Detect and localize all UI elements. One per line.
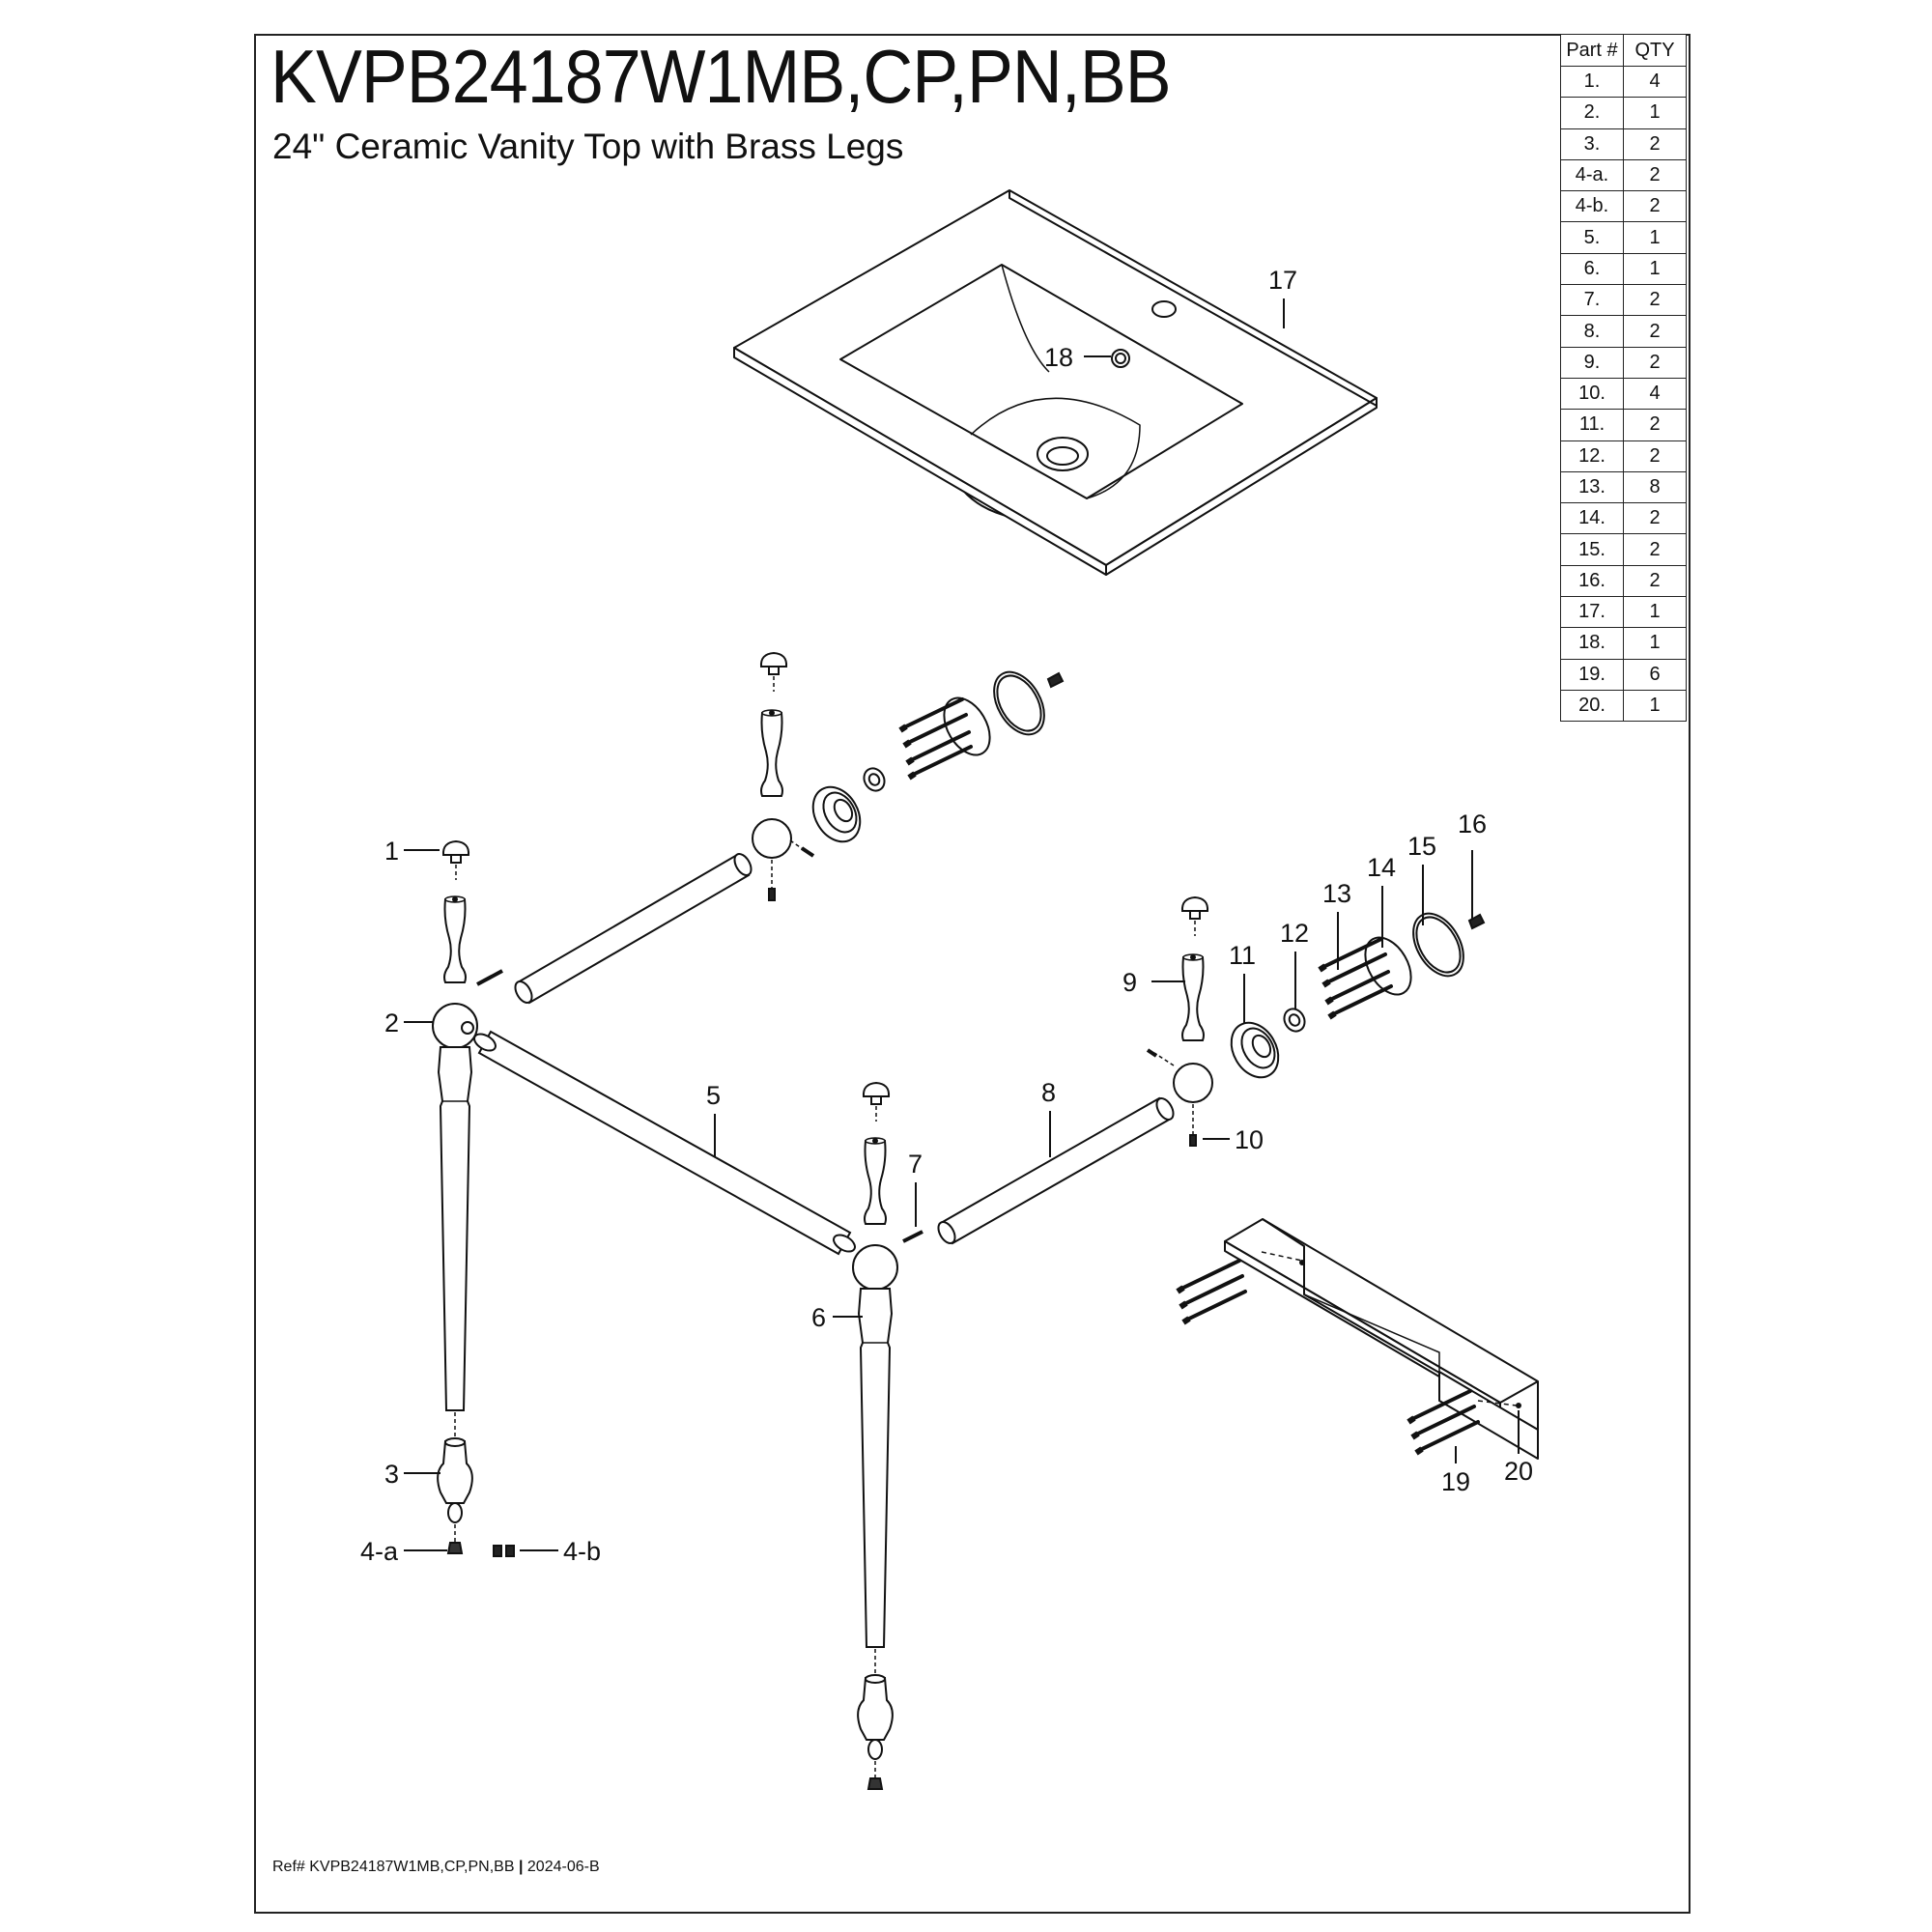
footer-ref: Ref# KVPB24187W1MB,CP,PN,BB [272, 1859, 515, 1875]
rear-left-wall-leg [752, 652, 1065, 901]
wall-mounting-bracket [1178, 1218, 1539, 1460]
quantity-cell: 2 [1623, 346, 1687, 379]
part-number-cell: 16. [1560, 564, 1624, 598]
table-row: 2.1 [1560, 97, 1687, 129]
callout-1: 1 [384, 837, 399, 866]
rail-8-front [937, 1096, 1175, 1245]
part-number-cell: 6. [1560, 252, 1624, 286]
table-row: 1.4 [1560, 65, 1687, 99]
table-row: 20.1 [1560, 689, 1687, 723]
callout-13: 13 [1322, 879, 1351, 908]
ceramic-vanity-top [733, 189, 1378, 576]
front-right-leg [852, 1082, 923, 1790]
table-row: 15.2 [1560, 533, 1687, 566]
model-title: KVPB24187W1MB,CP,PN,BB [270, 34, 1172, 119]
rail-5 [473, 1030, 856, 1256]
table-row: 5.1 [1560, 221, 1687, 254]
column-header-qty: QTY [1623, 34, 1687, 67]
quantity-cell: 2 [1623, 502, 1687, 535]
callout-11: 11 [1229, 941, 1256, 970]
quantity-cell: 4 [1623, 377, 1687, 411]
callout-10: 10 [1235, 1125, 1264, 1154]
callout-16: 16 [1458, 810, 1487, 838]
callout-2: 2 [384, 1009, 399, 1037]
quantity-cell: 1 [1623, 221, 1687, 254]
quantity-cell: 1 [1623, 252, 1687, 286]
quantity-cell: 1 [1623, 97, 1687, 129]
callout-3: 3 [384, 1460, 399, 1489]
callout-6: 6 [811, 1303, 826, 1332]
quantity-cell: 2 [1623, 190, 1687, 223]
set-screw-4b [493, 1545, 515, 1557]
quantity-cell: 2 [1623, 564, 1687, 598]
quantity-cell: 2 [1623, 284, 1687, 317]
table-row: 4-a.2 [1560, 158, 1687, 192]
drawing-frame [254, 34, 1690, 1914]
table-row: 10.4 [1560, 377, 1687, 411]
part-number-cell: 20. [1560, 689, 1624, 723]
callout-15: 15 [1407, 832, 1436, 861]
table-row: 6.1 [1560, 252, 1687, 286]
quantity-cell: 1 [1623, 596, 1687, 629]
table-row: 14.2 [1560, 502, 1687, 535]
callout-14: 14 [1367, 853, 1396, 882]
part-number-cell: 14. [1560, 502, 1624, 535]
part-number-cell: 4-b. [1560, 190, 1624, 223]
callout-19: 19 [1441, 1467, 1470, 1496]
quantity-cell: 4 [1623, 65, 1687, 99]
quantity-cell: 2 [1623, 409, 1687, 441]
quantity-cell: 8 [1623, 470, 1687, 504]
part-number-cell: 5. [1560, 221, 1624, 254]
callout-20: 20 [1504, 1457, 1533, 1486]
callout-8: 8 [1041, 1078, 1056, 1107]
quantity-cell: 2 [1623, 440, 1687, 472]
front-left-leg [432, 840, 515, 1557]
table-row: 7.2 [1560, 284, 1687, 317]
table-row: 18.1 [1560, 627, 1687, 660]
reference-footer: Ref# KVPB24187W1MB,CP,PN,BB | 2024-06-B [272, 1859, 600, 1876]
leader-lines [404, 298, 1520, 1551]
callout-17: 17 [1268, 266, 1297, 295]
callout-4a: 4-a [360, 1537, 399, 1566]
footer-revision: 2024-06-B [526, 1859, 600, 1875]
rear-right-wall-leg [1146, 896, 1486, 1147]
callout-7: 7 [908, 1150, 923, 1179]
part-number-cell: 10. [1560, 377, 1624, 411]
part-number-cell: 4-a. [1560, 158, 1624, 192]
table-row: 16.2 [1560, 564, 1687, 598]
callout-12: 12 [1280, 919, 1309, 948]
product-subtitle: 24" Ceramic Vanity Top with Brass Legs [272, 127, 904, 166]
quantity-cell: 2 [1623, 533, 1687, 566]
quantity-cell: 6 [1623, 658, 1687, 691]
quantity-cell: 1 [1623, 689, 1687, 723]
table-row: 13.8 [1560, 470, 1687, 504]
table-row: 12.2 [1560, 440, 1687, 472]
footer-separator: | [518, 1859, 524, 1875]
rail-8-rear [514, 853, 753, 1005]
callout-18: 18 [1044, 343, 1073, 372]
callout-4b: 4-b [563, 1537, 601, 1566]
callout-5: 5 [706, 1081, 721, 1110]
table-row: 11.2 [1560, 409, 1687, 441]
table-row: 17.1 [1560, 596, 1687, 629]
table-row: 4-b.2 [1560, 190, 1687, 223]
quantity-cell: 1 [1623, 627, 1687, 660]
part-number-cell: 12. [1560, 440, 1624, 472]
callout-9: 9 [1122, 968, 1137, 997]
part-number-cell: 3. [1560, 128, 1624, 160]
part-number-cell: 15. [1560, 533, 1624, 566]
